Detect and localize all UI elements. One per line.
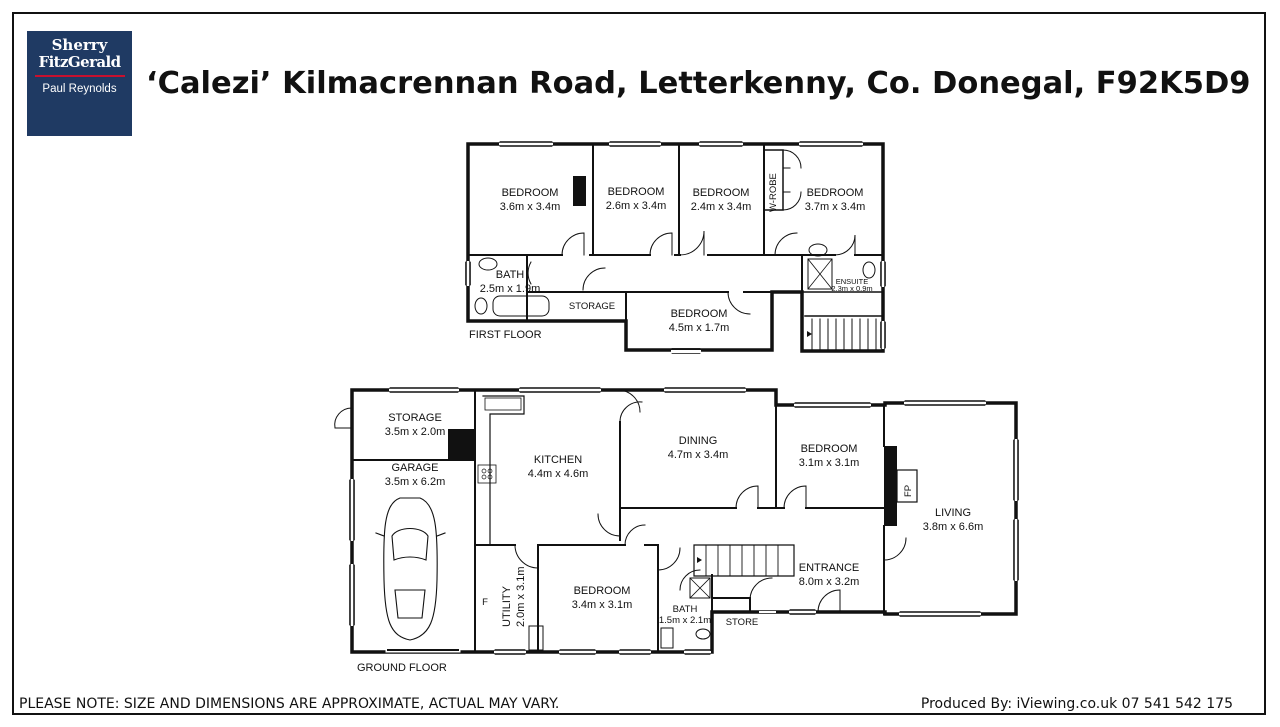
ff-storage-name: STORAGE [569, 301, 615, 312]
ff-bedroom1-dims: 3.6m x 3.4m [500, 201, 561, 213]
ff-bedroom3-dims: 2.4m x 3.4m [691, 201, 752, 213]
gf-kitchen-dims: 4.4m x 4.6m [528, 468, 589, 480]
gf-entrance-dims: 8.0m x 3.2m [799, 576, 860, 588]
ff-bath-name: BATH [496, 269, 525, 281]
gf-living-dims: 3.8m x 6.6m [923, 521, 984, 533]
ff-bedroom2-dims: 2.6m x 3.4m [606, 200, 667, 212]
ground-floor-stair-arrow [697, 557, 702, 563]
gf-living-name: LIVING [935, 507, 971, 519]
ff-ensuite-name: ENSUITE [836, 277, 869, 286]
gf-bedroom1-name: BEDROOM [801, 443, 858, 455]
gf-store-name: STORE [726, 617, 759, 628]
gf-storage-name: STORAGE [388, 412, 442, 424]
ff-bedroom5-name: BEDROOM [671, 308, 728, 320]
logo-line-2: FitzGerald [38, 53, 122, 71]
gf-dining-name: DINING [679, 435, 718, 447]
property-title: ‘Calezi’ Kilmacrennan Road, Letterkenny,… [146, 66, 1251, 101]
gf-garage-name: GARAGE [391, 462, 438, 474]
gf-bedroom2-dims: 3.4m x 3.1m [572, 599, 633, 611]
first-floor-plan [465, 141, 886, 354]
producer-credit: Produced By: iViewing.co.uk 07 541 542 1… [920, 696, 1233, 712]
disclaimer-note: PLEASE NOTE: SIZE AND DIMENSIONS ARE APP… [19, 696, 560, 712]
ff-bedroom4-name: BEDROOM [807, 187, 864, 199]
gf-bath-name: BATH [673, 604, 698, 615]
ff-bath-dims: 2.5m x 1.9m [480, 283, 541, 295]
ground-floor-label: GROUND FLOOR [357, 662, 447, 674]
ff-bedroom5-dims: 4.5m x 1.7m [669, 322, 730, 334]
gf-utility-name: UTILITY [501, 585, 513, 627]
gf-bedroom2-name: BEDROOM [574, 585, 631, 597]
ground-floor-plan [334, 387, 1019, 655]
gf-kitchen-name: KITCHEN [534, 454, 582, 466]
brand-logo: Sherry FitzGerald Paul Reynolds [27, 31, 132, 136]
ff-bedroom1-name: BEDROOM [502, 187, 559, 199]
first-floor-label: FIRST FLOOR [469, 329, 542, 341]
gf-bath-dims: 1.5m x 2.1m [659, 615, 711, 626]
ff-wrobe-label: W-ROBE [768, 173, 779, 212]
gf-bedroom1-dims: 3.1m x 3.1m [799, 457, 860, 469]
first-floor-stair-arrow [807, 331, 812, 337]
ff-ensuite-dims: 2.3m x 0.9m [831, 284, 872, 293]
ff-bedroom2-name: BEDROOM [608, 186, 665, 198]
gf-storage-dims: 3.5m x 2.0m [385, 426, 446, 438]
logo-rule [34, 75, 125, 77]
logo-line-3: Paul Reynolds [42, 83, 117, 95]
gf-garage-dims: 3.5m x 6.2m [385, 476, 446, 488]
gf-fridge-label: F [482, 597, 488, 608]
ff-bedroom4-dims: 3.7m x 3.4m [805, 201, 866, 213]
gf-utility-dims: 2.0m x 3.1m [515, 566, 527, 627]
logo-line-1: Sherry [51, 36, 108, 54]
page-frame [12, 12, 1266, 715]
ff-bedroom3-name: BEDROOM [693, 187, 750, 199]
gf-fp-label: FP [903, 485, 914, 497]
gf-dining-dims: 4.7m x 3.4m [668, 449, 729, 461]
gf-entrance-name: ENTRANCE [799, 562, 860, 574]
